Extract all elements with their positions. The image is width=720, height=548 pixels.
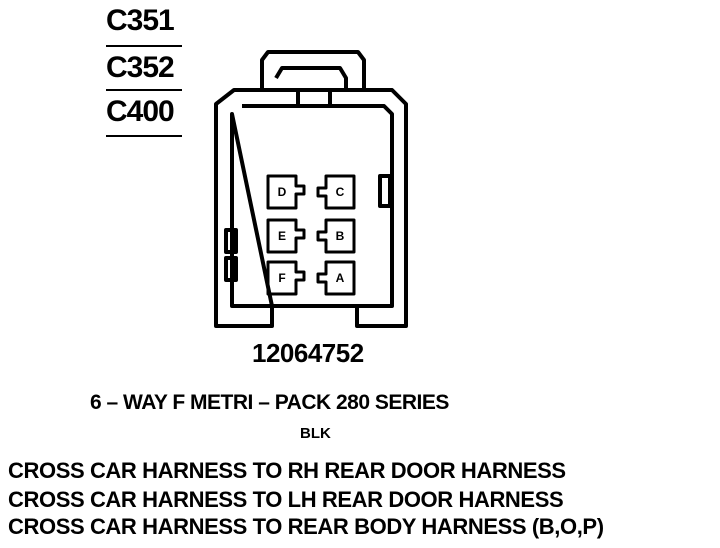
- pin-cavity-e: [266, 218, 306, 254]
- usage-line-2: CROSS CAR HARNESS TO LH REAR DOOR HARNES…: [8, 487, 564, 512]
- pin-label-c: C: [336, 185, 345, 199]
- pin-cavity-a: [316, 260, 356, 296]
- housing-inner: [230, 104, 394, 308]
- usage-line-3: CROSS CAR HARNESS TO REAR BODY HARNESS (…: [8, 514, 604, 539]
- side-latch-left-lower: [224, 256, 238, 282]
- pin-cavity-b: [316, 218, 356, 254]
- connector-id-c352: C352: [106, 51, 175, 84]
- divider: [106, 45, 182, 47]
- latch-slot: [296, 90, 332, 108]
- pin-label-a: A: [336, 271, 345, 285]
- connector-id-c351: C351: [106, 4, 175, 37]
- pin-cavity-f: [266, 260, 306, 296]
- housing-outline: [214, 88, 408, 328]
- pin-label-d: D: [278, 185, 287, 199]
- latch-inner: [274, 66, 348, 90]
- connector-description: 6 – WAY F METRI – PACK 280 SERIES: [90, 391, 449, 414]
- side-latch-left-upper: [224, 228, 238, 254]
- pin-label-f: F: [278, 271, 285, 285]
- pin-cavity-c: [316, 174, 356, 210]
- key-window-right: [378, 174, 392, 208]
- pin-label-e: E: [278, 229, 286, 243]
- pin-cavity-d: [266, 174, 306, 210]
- part-number: 12064752: [252, 338, 364, 368]
- connector-face-drawing: D E F C B A: [214, 50, 408, 328]
- usage-line-1: CROSS CAR HARNESS TO RH REAR DOOR HARNES…: [8, 458, 566, 483]
- connector-id-c400: C400: [106, 95, 175, 128]
- divider: [106, 89, 182, 91]
- connector-color: BLK: [300, 425, 331, 442]
- pin-label-b: B: [336, 229, 345, 243]
- divider: [106, 135, 182, 137]
- latch-outline: [260, 50, 366, 92]
